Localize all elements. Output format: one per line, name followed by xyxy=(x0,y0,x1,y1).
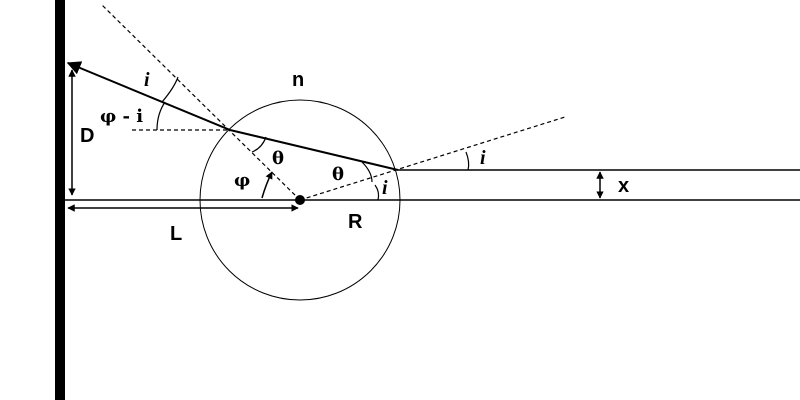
exit-ray xyxy=(66,61,231,131)
angle-arc-i-right xyxy=(465,151,470,171)
angle-arc-i-bottom xyxy=(374,184,380,201)
label-theta-left: θ xyxy=(272,148,284,169)
exit-normal-dashed xyxy=(101,4,301,201)
label-phi-minus-i: φ - i xyxy=(100,106,143,127)
entry-normal-dashed xyxy=(299,116,566,201)
label-D: D xyxy=(80,125,94,147)
angle-arc-phi-minus-i xyxy=(156,101,166,131)
label-n: n xyxy=(292,69,304,91)
label-L: L xyxy=(170,223,182,245)
label-i-right: i xyxy=(480,147,486,169)
center-point xyxy=(295,195,305,205)
refracted-chord xyxy=(229,129,399,171)
label-R: R xyxy=(348,211,363,233)
label-i-bottom: i xyxy=(382,177,388,199)
label-phi: φ xyxy=(234,170,250,191)
label-x: x xyxy=(618,175,629,197)
angle-arc-i-top xyxy=(161,76,179,103)
label-theta-right: θ xyxy=(332,164,344,185)
angle-arc-theta-right xyxy=(361,161,373,183)
angle-arc-phi xyxy=(261,171,273,199)
angle-arc-theta-left xyxy=(251,136,267,153)
wall xyxy=(55,0,65,400)
label-i-top: i xyxy=(144,69,150,91)
